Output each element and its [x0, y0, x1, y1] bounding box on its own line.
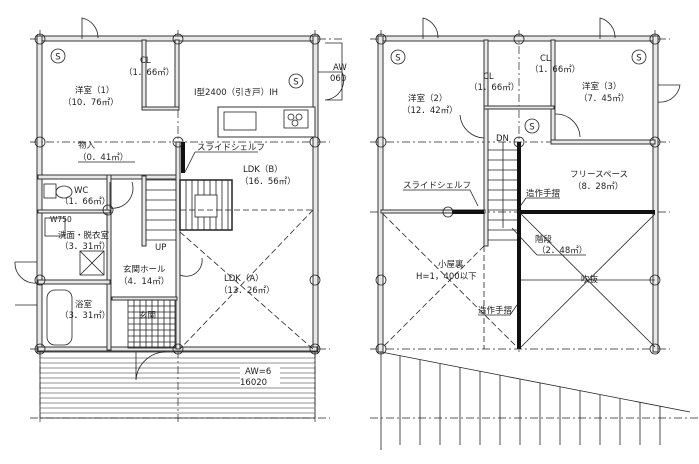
washroom-name: 洗面・脱衣室 — [58, 230, 110, 241]
storage-name: 物入 — [78, 140, 96, 151]
closet-b-area: （1．66㎡） — [530, 64, 580, 75]
room3-area: （7．45㎡） — [579, 93, 629, 104]
ldk-b-name: LDK（B） — [243, 164, 283, 175]
toilet-icon — [43, 183, 57, 199]
floor1-plan: S S 洋室（1） （10．76㎡） CL （1．66㎡） I型2400（引き戸… — [14, 17, 347, 425]
smoke-detector-icon: S — [524, 118, 540, 134]
bath-name: 浴室 — [75, 299, 93, 310]
smoke-detector-icon: S — [288, 73, 304, 89]
kitchen-label: I型2400（引き戸）IH — [194, 87, 278, 98]
wc-name: WC — [74, 186, 88, 196]
free-space-name: フリースペース — [570, 170, 628, 180]
free-space-area: （8．28㎡） — [573, 181, 623, 192]
stairs-area: （2．48㎡） — [537, 245, 587, 256]
floor2-plan: S S S 洋室（2） （12．42㎡） CL （1．66㎡） CL （1．66… — [370, 17, 699, 450]
ldk-a-name: LDK（A） — [224, 273, 264, 284]
smoke-detector-icon: S — [50, 48, 66, 64]
svg-text:S: S — [55, 53, 60, 63]
ih-stove-icon — [283, 109, 309, 129]
svg-text:S: S — [293, 78, 298, 88]
room3-name: 洋室（3） — [582, 81, 621, 92]
deck-width: 16020 — [240, 378, 267, 388]
attic-name: 小屋裏 — [438, 259, 464, 270]
smoke-detector-icon: S — [631, 49, 647, 65]
stair-winder — [179, 179, 233, 231]
washbasin-icon — [44, 217, 66, 237]
closet-name: CL — [140, 56, 151, 66]
washroom-size: W750 — [50, 215, 72, 224]
closet-area: （1．66㎡） — [124, 67, 174, 78]
svg-text:S: S — [529, 123, 534, 133]
stairs-down-label: DN — [496, 134, 509, 144]
smoke-detector-icon: S — [390, 49, 406, 65]
handrail-label-1: 造作手摺 — [526, 188, 560, 199]
ldk-a-area: （13．26㎡） — [219, 285, 275, 296]
storage-area: （0．41㎡） — [78, 152, 128, 163]
slide-shelf-label-2f: スライドシェルフ — [403, 181, 471, 191]
room1-area: （10．76㎡） — [63, 97, 119, 108]
closet-a-name: CL — [483, 72, 494, 82]
attic-height: H=1，400以下 — [416, 272, 477, 282]
entrance-tile — [127, 299, 176, 349]
slide-shelf-label: スライドシェルフ — [197, 143, 265, 153]
ldk-b-area: （16．56㎡） — [240, 176, 296, 187]
closet-b-name: CL — [540, 54, 551, 64]
aw-label: AW — [333, 63, 347, 73]
washer-icon — [79, 250, 105, 276]
svg-text:S: S — [636, 54, 641, 64]
void-label: 吹抜 — [581, 274, 599, 285]
sink-icon — [223, 111, 257, 131]
wc-area: （1．66㎡） — [60, 196, 110, 207]
room2-name: 洋室（2） — [408, 93, 447, 104]
bath-area: （3．31㎡） — [60, 310, 110, 321]
wall-east — [312, 35, 319, 353]
entrance-name: 玄関 — [139, 310, 156, 321]
handrail-label-2: 造作手摺 — [478, 305, 512, 316]
roof-section — [370, 351, 699, 450]
room2-area: （12．42㎡） — [402, 105, 458, 116]
stairs-up-label: UP — [155, 243, 166, 253]
hall-area: （4．14㎡） — [119, 276, 169, 287]
closet-a-area: （1．66㎡） — [469, 82, 519, 93]
wall-west — [36, 35, 43, 353]
stairs-name: 階段 — [535, 234, 553, 245]
aw-size: 060 — [330, 74, 346, 84]
washroom-area: （3．31㎡） — [60, 241, 110, 252]
svg-text:S: S — [395, 54, 400, 64]
room1-name: 洋室（1） — [75, 85, 114, 96]
hall-name: 玄関ホール — [123, 264, 166, 275]
bathtub-icon — [46, 289, 73, 346]
deck — [39, 351, 316, 419]
column-markers — [34, 33, 321, 355]
deck-label: AW=6 — [245, 367, 271, 377]
